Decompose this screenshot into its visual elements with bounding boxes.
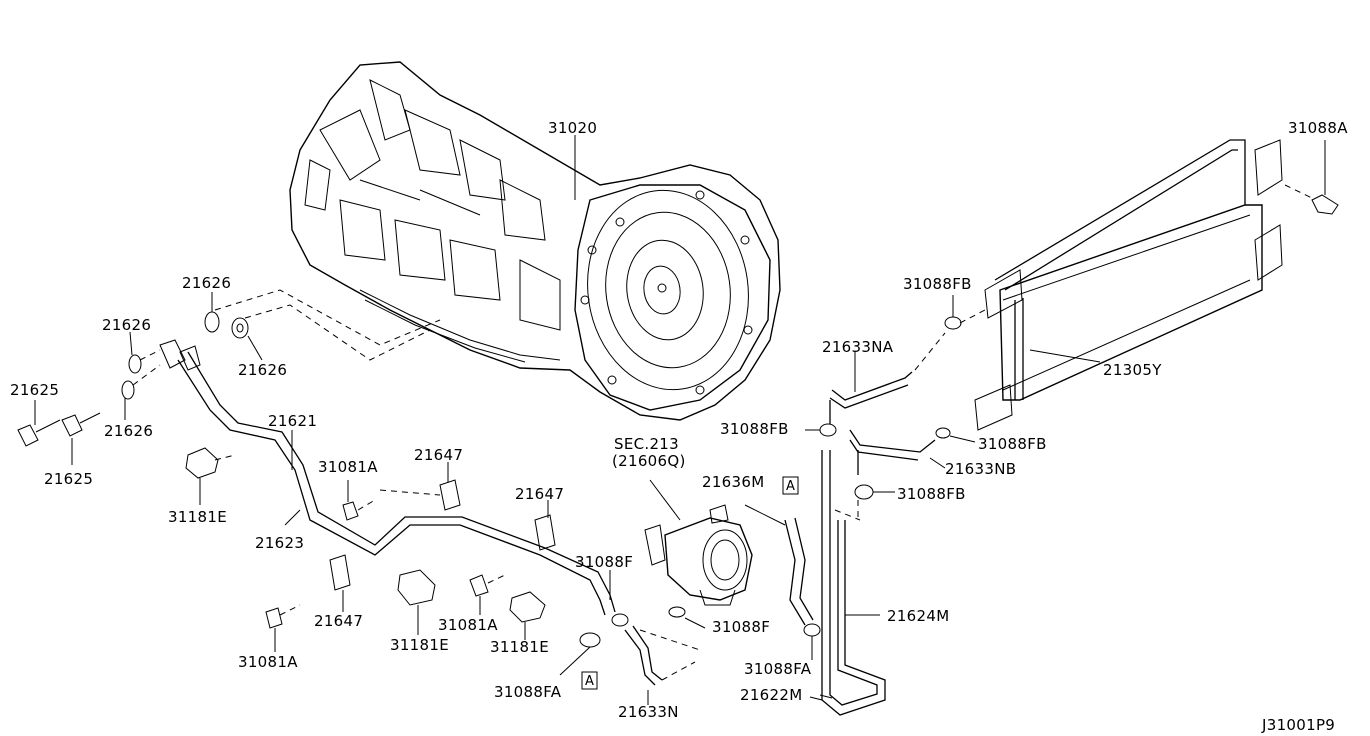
right-hoses (805, 295, 986, 521)
label-21633NB: 21633NB (945, 460, 1016, 478)
ref-box-A-upper (782, 476, 799, 495)
label-31081A-top: 31081A (318, 458, 378, 476)
diagram-id: J31001P9 (1261, 716, 1335, 734)
label-21626-a: 21626 (182, 274, 231, 292)
label-sec-213: SEC.213 (614, 435, 679, 453)
pipe-21624M (819, 450, 886, 716)
part-labels: 31020 31088A 31088FB 21633NA 21305Y 3108… (10, 119, 1348, 734)
label-31181E-left: 31181E (168, 508, 227, 526)
ref-box-A-lower (581, 671, 598, 690)
label-21621: 21621 (268, 412, 317, 430)
clips (185, 447, 611, 652)
label-21633NA: 21633NA (822, 338, 894, 356)
label-21636M: 21636M (702, 473, 764, 491)
label-21626-c: 21626 (238, 361, 287, 379)
label-21623: 21623 (255, 534, 304, 552)
label-21625-b: 21625 (44, 470, 93, 488)
ref-label-A-upper: A (786, 479, 795, 494)
oil-cooler (974, 139, 1283, 431)
label-21633N: 21633N (618, 703, 679, 721)
label-21305Y: 21305Y (1103, 361, 1162, 379)
bolt-31088A (1284, 140, 1339, 215)
label-31088FA-left: 31088FA (494, 683, 562, 701)
label-31081A-low: 31081A (238, 653, 298, 671)
label-21622M: 21622M (740, 686, 802, 704)
left-fittings (17, 289, 441, 465)
label-31020: 31020 (548, 119, 597, 137)
ref-label-A-lower: A (585, 674, 594, 689)
label-31088A: 31088A (1288, 119, 1348, 137)
label-31088FB-lower: 31088FB (897, 485, 966, 503)
hose-21633N (559, 613, 701, 705)
label-31088F-left: 31088F (575, 553, 633, 571)
hose-21636M (744, 504, 821, 660)
label-31088FB-top: 31088FB (903, 275, 972, 293)
label-31088F-right: 31088F (712, 618, 770, 636)
label-21647-top: 21647 (414, 446, 463, 464)
label-31088FB-right: 31088FB (978, 435, 1047, 453)
label-31088FA-right: 31088FA (744, 660, 812, 678)
label-31081A-mid: 31081A (438, 616, 498, 634)
label-21647-low: 21647 (314, 612, 363, 630)
label-21625-a: 21625 (10, 381, 59, 399)
label-31181E-mid: 31181E (390, 636, 449, 654)
label-21647-mid: 21647 (515, 485, 564, 503)
main-pipe (159, 339, 616, 616)
label-21626-b: 21626 (102, 316, 151, 334)
label-21624M: 21624M (887, 607, 949, 625)
sec-213-unit (644, 479, 753, 629)
label-21626-d: 21626 (104, 422, 153, 440)
transmission-assembly (289, 61, 781, 421)
label-31181E-right: 31181E (490, 638, 549, 656)
label-sec-213-sub: (21606Q) (612, 452, 686, 470)
label-31088FB-left: 31088FB (720, 420, 789, 438)
